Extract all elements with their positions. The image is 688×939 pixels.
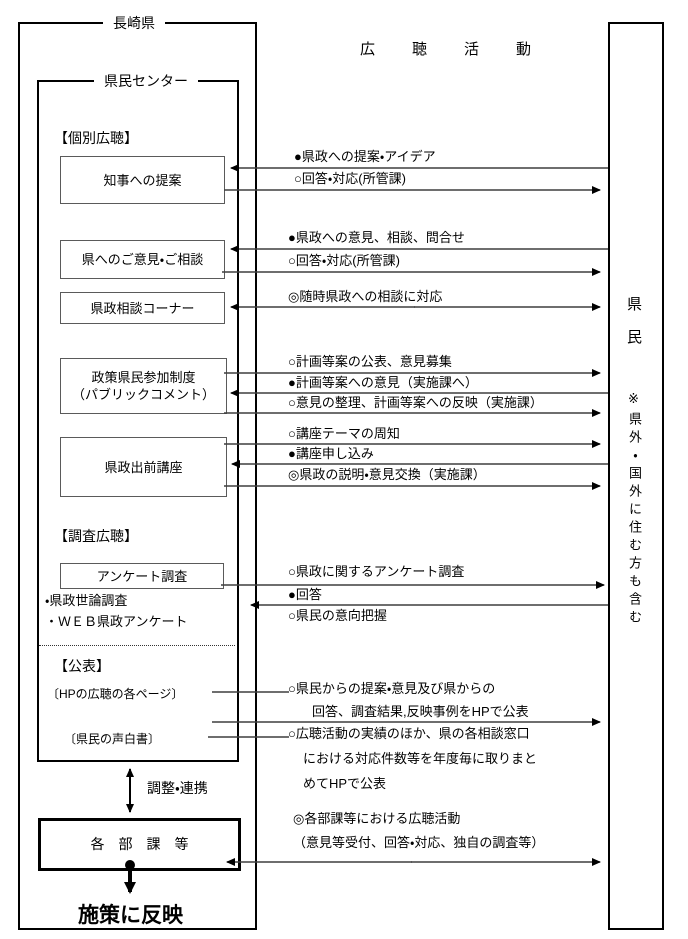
box-demae-lecture-label: 県政出前講座: [104, 459, 183, 475]
flow-opinion-consult: ●県政への意見、相談、問合せ: [288, 230, 465, 245]
section-individual-label: 【個別広聴】: [54, 130, 138, 146]
box-questionnaire-label: アンケート調査: [96, 568, 188, 584]
box-opinions-label: 県へのご意見・ご相談: [81, 252, 204, 267]
box-departments: 各 部 課 等: [38, 818, 241, 871]
box-governor-proposal: 知事への提案: [60, 156, 225, 204]
flow-lecture-theme: ○講座テーマの周知: [288, 426, 400, 441]
box-public-comment: 政策県民参加制度 （パブリックコメント）: [60, 358, 227, 414]
box-consult-corner-label: 県政相談コーナー: [90, 300, 195, 316]
flow-lecture-apply: ●講座申し込み: [288, 446, 374, 461]
flow-anytime-consult: ◎随時県政への相談に対応: [288, 289, 443, 304]
flow-whitepaper-line1: ○広聴活動の実績のほか、県の各相談窓口: [288, 726, 530, 741]
citizen-center-frame-label: 県民センター: [94, 72, 198, 90]
flow-hp-publish-line2: 回答、調査結果,反映事例をHPで公表: [312, 704, 529, 719]
flow-proposal-idea: ●県政への提案・アイデア: [294, 149, 436, 164]
section-divider-dotted: [39, 645, 235, 646]
bullet-opinion-poll: ・県政世論調査: [45, 593, 128, 608]
flow-plan-announce: ○計画等案の公表、意見募集: [288, 354, 452, 369]
section-survey-label: 【調査広聴】: [54, 528, 138, 544]
label-white-paper: 〔県民の声白書〕: [64, 732, 161, 746]
box-opinions: 県へのご意見・ご相談: [60, 240, 225, 279]
prefecture-frame: 長崎県: [18, 14, 257, 930]
citizen-center-frame: 県民センター: [37, 72, 239, 762]
citizens-frame: [608, 22, 664, 930]
citizens-label: 県民: [625, 296, 642, 362]
flow-reply-response-2: ○回答・対応(所管課): [288, 253, 400, 268]
flow-whitepaper-line2: における対応件数等を年度毎に取りまと: [303, 751, 538, 766]
bullet-web-survey: ・ＷＥＢ県政アンケート: [45, 614, 188, 629]
flow-survey-answer: ●回答: [288, 587, 322, 602]
policy-reflection-label: 施策に反映: [78, 904, 183, 927]
box-public-comment-line2: （パブリックコメント）: [71, 387, 215, 402]
flow-departments-line2: （意見等受付、回答・対応、独自の調査等）: [293, 835, 545, 850]
flow-opinion-reflect: ○意見の整理、計画等案への反映（実施課）: [288, 395, 543, 410]
section-publication-label: 【公表】: [54, 658, 110, 674]
prefecture-frame-label: 長崎県: [103, 14, 165, 32]
box-governor-proposal-label: 知事への提案: [103, 172, 182, 188]
flow-intent-grasp: ○県民の意向把握: [288, 608, 387, 623]
box-questionnaire: アンケート調査: [60, 563, 224, 589]
flow-survey: ○県政に関するアンケート調査: [288, 564, 465, 579]
box-consult-corner: 県政相談コーナー: [60, 292, 225, 324]
flow-hp-publish-line1: ○県民からの提案・意見及び県からの: [288, 681, 496, 696]
box-demae-lecture: 県政出前講座: [60, 437, 227, 497]
coordination-label: 調整・連携: [147, 780, 208, 796]
citizens-note: ※県外・国外に住む方も含む: [627, 392, 642, 628]
flow-whitepaper-line3: めてHPで公表: [303, 776, 387, 791]
box-public-comment-line1: 政策県民参加制度: [91, 370, 196, 385]
page-title: 広 聴 活 動: [360, 41, 543, 58]
flow-reply-response-1: ○回答・対応(所管課): [294, 171, 406, 186]
flow-departments-line1: ◎各部課等における広聴活動: [293, 811, 461, 826]
flow-lecture-exchange: ◎県政の説明・意見交換（実施課）: [288, 467, 486, 482]
box-departments-label: 各 部 課 等: [90, 836, 189, 852]
flow-plan-opinion: ●計画等案への意見（実施課へ）: [288, 375, 478, 390]
label-hp-pages: 〔HPの広聴の各ページ〕: [47, 687, 184, 701]
